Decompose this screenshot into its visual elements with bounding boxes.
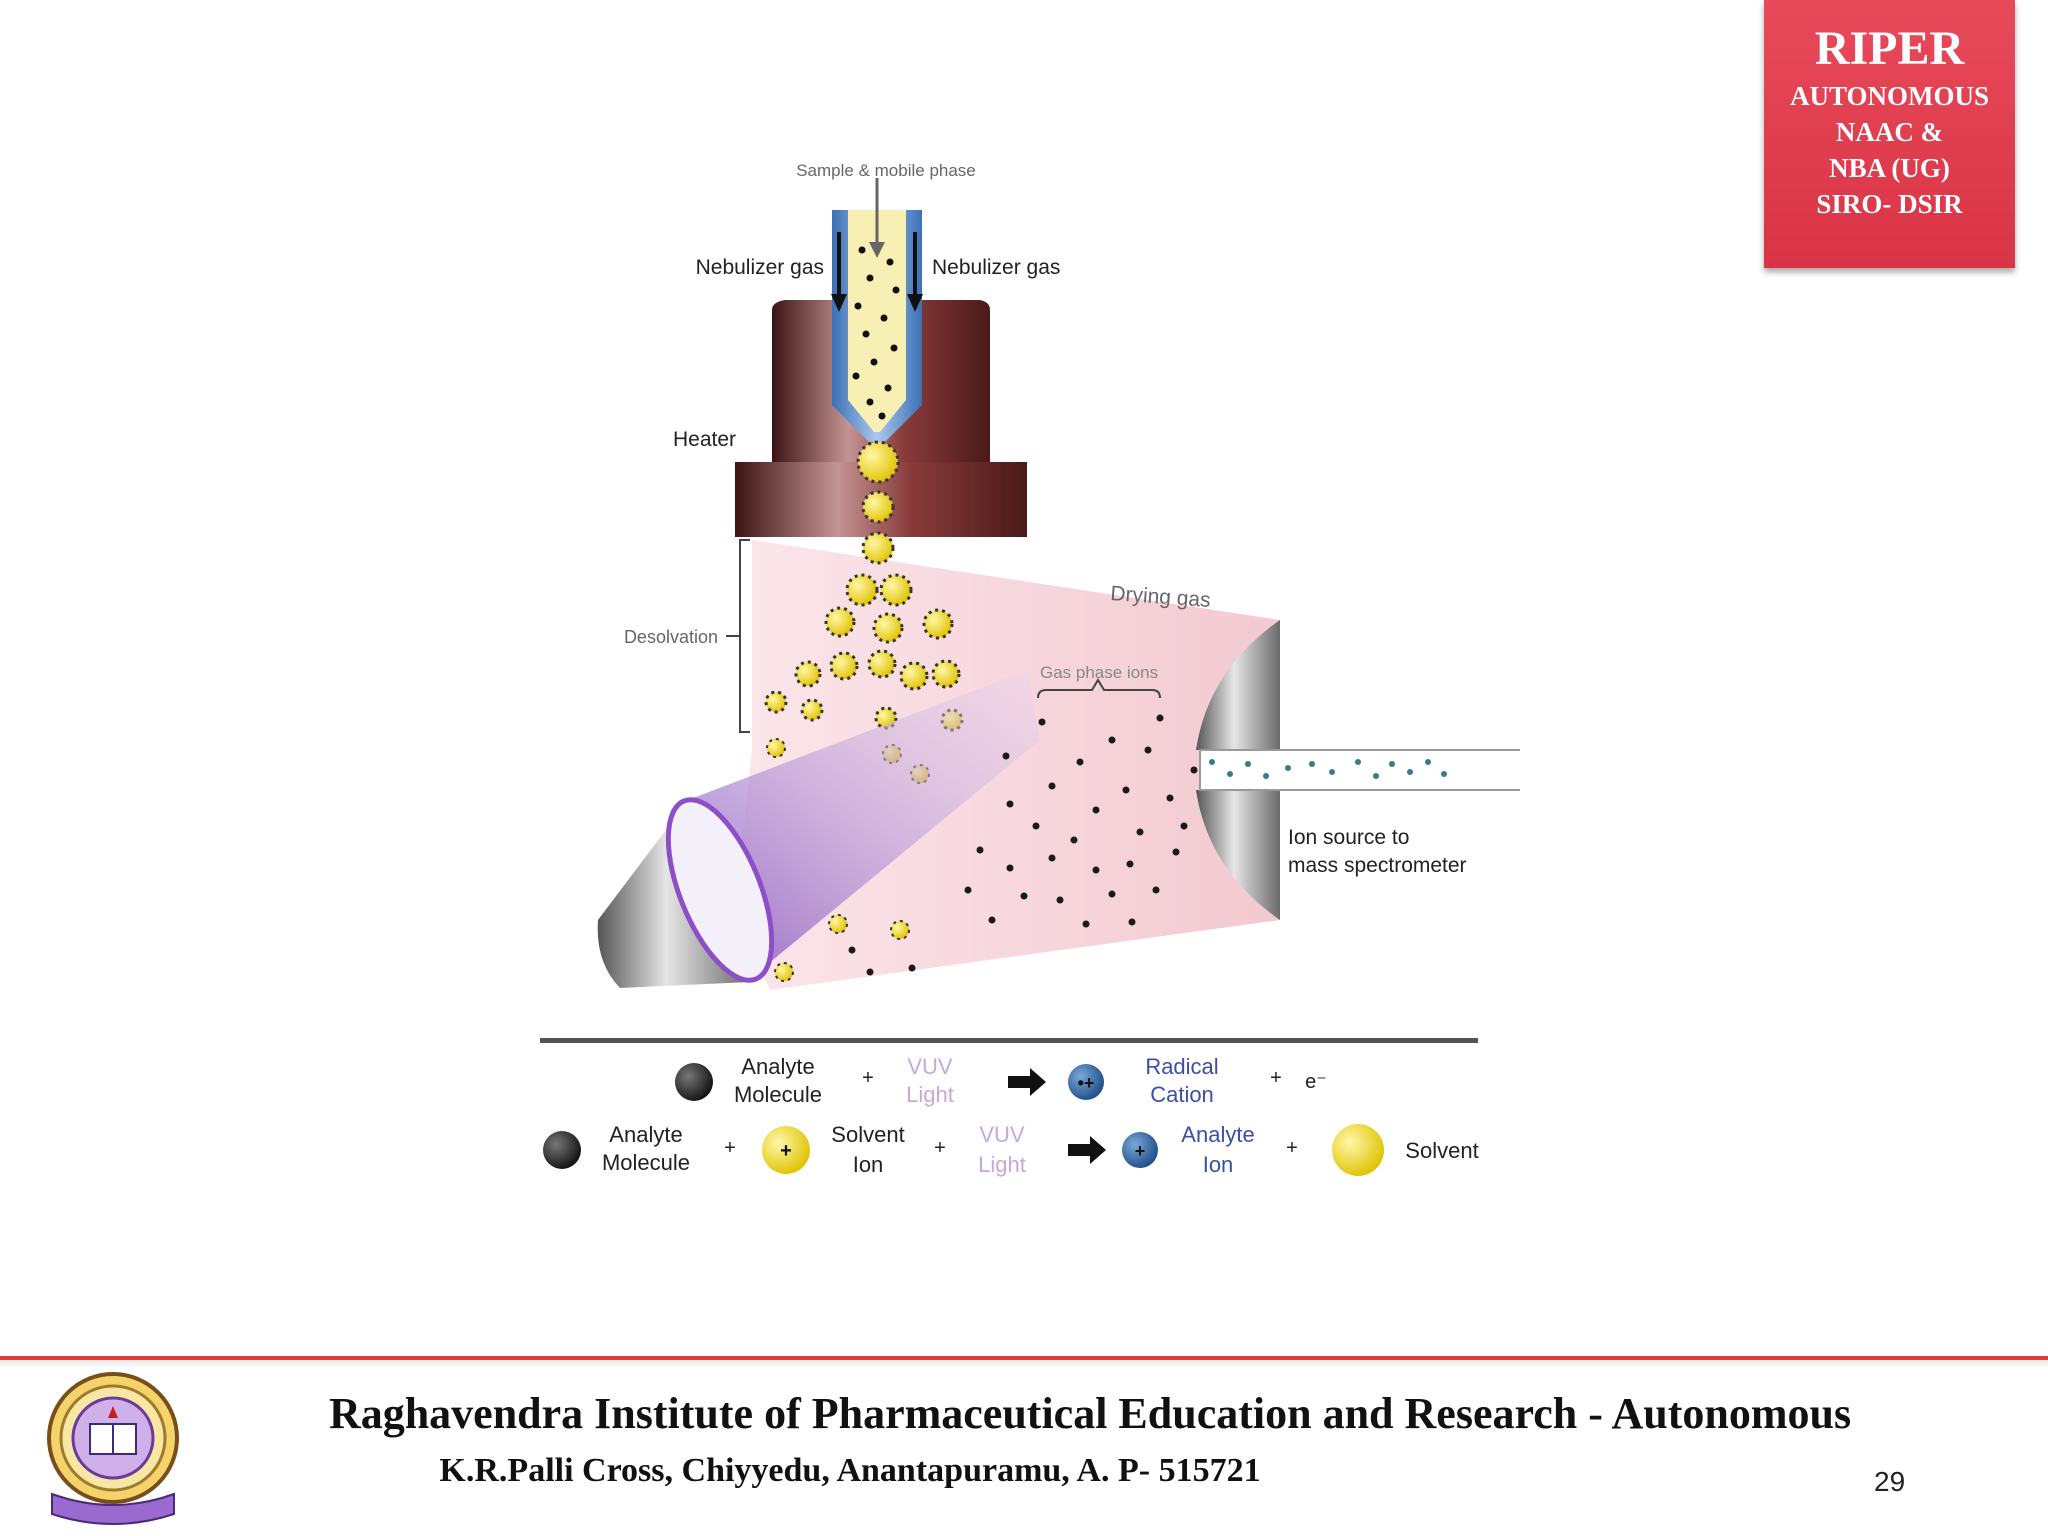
lamp-window (665, 797, 775, 983)
sample-label: Sample & mobile phase (796, 161, 976, 180)
legend-solvent: Solvent (1405, 1138, 1478, 1163)
legend-solvent-ion-2: Ion (853, 1152, 884, 1177)
badge-title: RIPER (1814, 22, 1965, 75)
appi-ion-source-diagram: Sample & mobile phase Nebulizer gas Nebu… (540, 161, 1520, 1177)
droplet-icon (1332, 1124, 1384, 1176)
legend-row-2: Analyte Molecule + + Solvent Ion + VUV L… (543, 1122, 1479, 1177)
desolvation-bracket (739, 539, 750, 733)
ion-source-label-2: mass spectrometer (1288, 854, 1467, 877)
ion-icon (1068, 1064, 1104, 1100)
droplet-icon (856, 440, 900, 484)
legend-plus: + (934, 1137, 946, 1159)
legend-analyte-ion-2: Ion (1203, 1152, 1234, 1177)
legend-vuv-2: Light (906, 1082, 954, 1107)
droplet-icon (824, 606, 856, 638)
legend-divider (540, 1038, 1478, 1043)
arrow-icon (1008, 1068, 1046, 1096)
legend-plus: + (1270, 1067, 1282, 1089)
heater-label: Heater (673, 428, 736, 451)
footer-rule (0, 1356, 2048, 1360)
droplet-icon (762, 1126, 810, 1174)
institution-name: Raghavendra Institute of Pharmaceutical … (328, 1389, 1852, 1438)
droplet-icon (861, 490, 895, 524)
droplet-icon (829, 651, 859, 681)
ms-inlet-lower (1196, 790, 1280, 920)
droplet-icon (764, 690, 788, 714)
legend-solvent-ion-1: Solvent (831, 1122, 904, 1147)
legend-vuv-1: VUV (907, 1054, 953, 1079)
droplet-icon (867, 649, 897, 679)
nebulizer-label-left: Nebulizer gas (696, 256, 824, 279)
legend-vuv-2: Light (978, 1152, 1026, 1177)
droplet-icon (828, 914, 848, 934)
legend-radical-2: Cation (1150, 1082, 1214, 1107)
droplet-icon (800, 698, 824, 722)
legend-plus: + (862, 1067, 874, 1089)
droplet-icon (766, 738, 786, 758)
legend-radical-1: Radical (1145, 1054, 1218, 1079)
plus-sign: + (1135, 1141, 1146, 1161)
institution-address: K.R.Palli Cross, Chiyyedu, Anantapuramu,… (439, 1452, 1261, 1489)
gas-phase-ion-dots (848, 714, 1198, 976)
footer-shade (0, 1360, 2048, 1368)
legend-analyte-1: Analyte (741, 1054, 814, 1079)
arrow-icon (1068, 1136, 1106, 1164)
molecule-icon (675, 1063, 713, 1101)
droplet-icon (879, 573, 913, 607)
radical-sign: •+ (1078, 1073, 1095, 1093)
droplet-icon (794, 660, 822, 688)
plus-sign: + (780, 1140, 792, 1162)
droplet-icon (774, 962, 794, 982)
badge-line-naac: NAAC & (1835, 117, 1944, 147)
droplet-icon (872, 612, 904, 644)
ion-icon (1122, 1132, 1158, 1168)
legend-plus: + (1286, 1137, 1298, 1159)
gas-phase-ions-label: Gas phase ions (1040, 663, 1158, 682)
molecule-icon (543, 1131, 581, 1169)
badge-line-nba: NBA (UG) (1829, 153, 1950, 183)
legend-electron: e⁻ (1305, 1071, 1327, 1093)
legend-analyte-ion-1: Analyte (1181, 1122, 1254, 1147)
legend-vuv-1: VUV (979, 1122, 1025, 1147)
sample-channel (848, 210, 906, 432)
nebulizer-label-right: Nebulizer gas (932, 256, 1060, 279)
badge-line-siro: SIRO- DSIR (1816, 189, 1963, 219)
desolvation-label: Desolvation (624, 627, 718, 647)
ms-capillary-tube (1199, 749, 1520, 791)
ion-source-label-1: Ion source to (1288, 826, 1409, 849)
page-number: 29 (1874, 1466, 1906, 1497)
legend-analyte-2: Molecule (734, 1082, 822, 1107)
legend-analyte-1: Analyte (609, 1122, 682, 1147)
accreditation-badge: RIPER AUTONOMOUS NAAC & NBA (UG) SIRO- D… (1764, 0, 2015, 268)
vuv-light-beam (688, 670, 1040, 982)
droplet-icon (845, 573, 879, 607)
ms-tube-ions (1209, 759, 1447, 779)
droplet-icon (890, 920, 910, 940)
seal-logo-icon (47, 1372, 179, 1525)
nebulizer-arrowhead-left (831, 294, 847, 312)
droplet-icon (861, 531, 895, 565)
droplet-icon (899, 661, 929, 691)
sample-dots (852, 246, 900, 420)
legend-analyte-2: Molecule (602, 1150, 690, 1175)
gas-phase-ions-bracket (1037, 678, 1161, 699)
nebulizer-arrowhead-right (907, 294, 923, 312)
droplet-icon (922, 608, 954, 640)
legend-plus: + (724, 1137, 736, 1159)
legend-row-1: Analyte Molecule + VUV Light •+ Radical … (675, 1054, 1327, 1107)
ms-inlet-upper (1196, 620, 1280, 750)
badge-line-autonomous: AUTONOMOUS (1789, 81, 1990, 111)
sample-arrowhead (869, 242, 885, 258)
droplet-icon (931, 659, 961, 689)
